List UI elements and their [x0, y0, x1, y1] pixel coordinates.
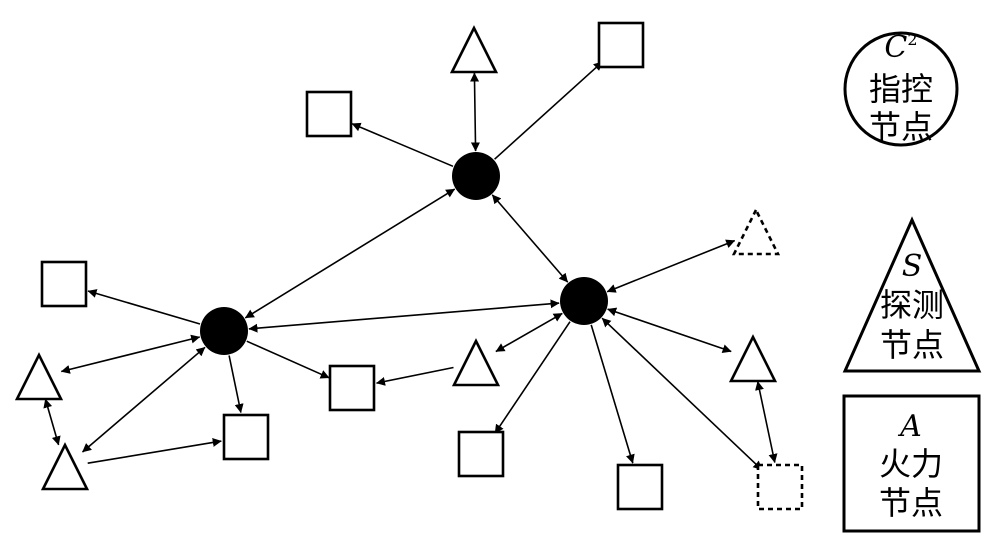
- legend-s-letter: S: [902, 249, 923, 284]
- legend-a-square: [842, 394, 981, 533]
- edge-c2-left-tri-left2: [81, 346, 206, 453]
- sensor-node-tri-dash: [731, 207, 781, 256]
- edge-c2-right-sq-b2: [590, 324, 635, 464]
- edge-c2-top-sq-tl: [351, 122, 454, 168]
- c2-node-c2-left: [200, 307, 248, 355]
- edge-tri-left2-sq-low: [87, 438, 222, 464]
- legend-a-line2: 节点: [879, 484, 943, 522]
- edge-c2-right-sq-dash: [601, 317, 763, 471]
- fire-node-sq-tl: [305, 90, 353, 138]
- legend-s: S 探测 节点: [842, 216, 982, 373]
- edge-tri-right-sq-dash: [755, 381, 778, 463]
- fire-node-sq-mid: [328, 364, 376, 412]
- legend-c2-symbol: C2: [884, 30, 917, 65]
- sensor-node-tri-left1: [14, 352, 64, 401]
- fire-node-sq-tr: [597, 21, 645, 69]
- sensor-node-tri-top: [449, 25, 499, 74]
- legend-s-triangle: [842, 216, 982, 373]
- legend-c2-line1: 指控: [869, 70, 933, 108]
- edge-c2-right-tri-mid: [495, 312, 563, 353]
- legend-s-line1: 探测: [880, 286, 944, 324]
- edge-c2-top-c2-left: [244, 188, 456, 319]
- edge-c2-left-sq-far-l: [87, 289, 201, 325]
- fire-node-sq-dash: [756, 463, 804, 511]
- legend-a-line1: 火力: [879, 445, 943, 483]
- legend-a-letter: A: [897, 409, 922, 444]
- sensor-node-tri-mid: [451, 338, 501, 387]
- edges-layer: [43, 61, 778, 471]
- legend-a: A 火力 节点: [842, 394, 981, 533]
- nodes-layer: [14, 21, 804, 511]
- sensor-node-tri-right: [728, 334, 778, 383]
- legend-c2-line2: 节点: [869, 108, 933, 146]
- c2-node-c2-top: [452, 152, 500, 200]
- edge-c2-left-sq-mid: [246, 340, 330, 379]
- fire-node-sq-b1: [457, 430, 505, 478]
- sensor-node-tri-left2: [40, 442, 90, 491]
- edge-c2-top-sq-tr: [494, 61, 603, 160]
- edge-tri-left1-tri-left2: [43, 398, 61, 446]
- edge-c2-right-tri-right: [607, 307, 732, 353]
- legend-c2-circle: [843, 31, 959, 147]
- edge-c2-left-sq-low: [228, 355, 244, 413]
- fire-node-sq-low: [222, 413, 270, 461]
- edge-c2-top-c2-right: [491, 194, 569, 283]
- legend-s-line2: 节点: [880, 326, 944, 364]
- legend-c2-sup: 2: [907, 30, 917, 49]
- fire-node-sq-far-l: [40, 260, 88, 308]
- edge-c2-left-tri-left1: [60, 334, 201, 374]
- edge-c2-left-c2-right: [248, 299, 560, 333]
- legend-c2-letter: C: [884, 30, 907, 65]
- edge-c2-right-sq-b1: [494, 321, 571, 434]
- fire-node-sq-b2: [616, 463, 664, 511]
- edge-c2-top-tri-top: [470, 72, 480, 152]
- edge-tri-mid-sq-mid: [376, 366, 454, 386]
- c2-node-c2-right: [560, 277, 608, 325]
- legend-c2: C2 指控 节点: [843, 30, 959, 147]
- edge-c2-right-tri-dash: [606, 239, 736, 293]
